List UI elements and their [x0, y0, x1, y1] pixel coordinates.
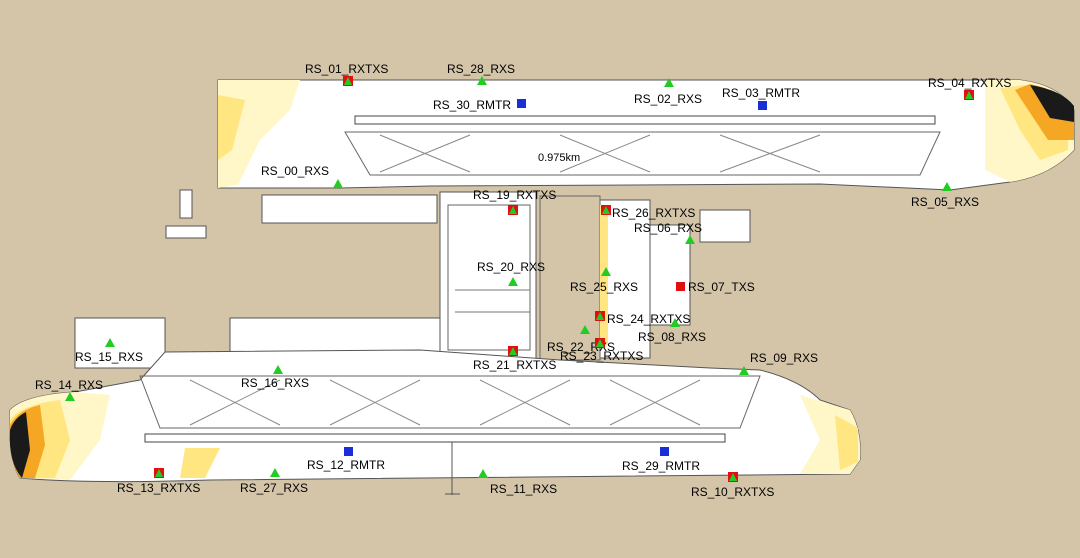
site-label: RS_16_RXS — [241, 376, 309, 390]
site-rs-11-rxs[interactable]: RS_11_RXS — [478, 469, 557, 496]
rxs-marker-icon[interactable] — [333, 179, 343, 188]
site-label: RS_30_RMTR — [433, 98, 511, 112]
rxtxs-marker-icon[interactable] — [595, 338, 605, 348]
rxs-marker-icon[interactable] — [664, 78, 674, 87]
rxtxs-marker-icon[interactable] — [343, 76, 353, 86]
site-label: RS_27_RXS — [240, 481, 308, 495]
site-label: RS_15_RXS — [75, 350, 143, 364]
site-label: RS_12_RMTR — [307, 458, 385, 472]
rxs-marker-icon[interactable] — [65, 392, 75, 401]
site-label: RS_10_RXTXS — [691, 485, 774, 499]
site-rs-26-rxtxs[interactable]: RS_26_RXTXS — [601, 205, 695, 220]
site-label: RS_26_RXTXS — [612, 206, 695, 220]
rxs-marker-icon[interactable] — [273, 365, 283, 374]
site-rs-20-rxs[interactable]: RS_20_RXS — [477, 260, 545, 286]
rxtxs-marker-icon[interactable] — [508, 205, 518, 215]
site-rs-00-rxs[interactable]: RS_00_RXS — [261, 164, 343, 188]
rxtxs-marker-icon[interactable] — [508, 346, 518, 356]
west-buildings — [74, 189, 441, 369]
site-label: RS_23_RXTXS — [560, 349, 643, 363]
site-rs-28-rxs[interactable]: RS_28_RXS — [447, 62, 515, 85]
site-rs-24-rxtxs[interactable]: RS_24_RXTXS — [595, 311, 690, 326]
rmtr-marker-icon[interactable] — [758, 101, 767, 110]
site-rs-25-rxs[interactable]: RS_25_RXS — [570, 267, 638, 294]
site-label: RS_08_RXS — [638, 330, 706, 344]
site-rs-21-rxtxs[interactable]: RS_21_RXTXS — [473, 346, 556, 372]
site-rs-30-rmtr[interactable]: RS_30_RMTR — [433, 98, 526, 112]
site-label: RS_24_RXTXS — [607, 312, 690, 326]
site-rs-06-rxs[interactable]: RS_06_RXS — [634, 221, 702, 244]
rxs-marker-icon[interactable] — [601, 267, 611, 276]
rxtxs-marker-icon[interactable] — [154, 468, 164, 478]
rxs-marker-icon[interactable] — [477, 76, 487, 85]
site-label: RS_19_RXTXS — [473, 188, 556, 202]
rxs-marker-icon[interactable] — [105, 338, 115, 347]
site-label: RS_25_RXS — [570, 280, 638, 294]
site-label: RS_14_RXS — [35, 378, 103, 392]
site-label: RS_05_RXS — [911, 195, 979, 209]
site-rs-07-txs[interactable]: RS_07_TXS — [676, 280, 755, 294]
site-label: RS_04_RXTXS — [928, 76, 1011, 90]
site-label: RS_29_RMTR — [622, 459, 700, 473]
rxs-marker-icon[interactable] — [270, 468, 280, 477]
txs-marker-icon[interactable] — [676, 282, 685, 291]
site-rs-13-rxtxs[interactable]: RS_13_RXTXS — [117, 468, 200, 495]
site-rs-08-rxs[interactable]: RS_08_RXS — [638, 318, 706, 344]
sites-layer: RS_01_RXTXS RS_28_RXS RS_30_RMTR RS_02_RXS R… — [35, 62, 1011, 499]
rmtr-marker-icon[interactable] — [344, 447, 353, 456]
south-concourse — [9, 349, 861, 495]
rxs-marker-icon[interactable] — [942, 182, 952, 191]
rmtr-marker-icon[interactable] — [660, 447, 669, 456]
rxs-marker-icon[interactable] — [478, 469, 488, 478]
site-rs-12-rmtr[interactable]: RS_12_RMTR — [307, 447, 385, 472]
site-rs-19-rxtxs[interactable]: RS_19_RXTXS — [473, 188, 556, 215]
site-label: RS_03_RMTR — [722, 86, 800, 100]
site-rs-02-rxs[interactable]: RS_02_RXS — [634, 78, 702, 106]
site-rs-10-rxtxs[interactable]: RS_10_RXTXS — [691, 472, 774, 499]
rxtxs-marker-icon[interactable] — [964, 90, 974, 100]
site-label: RS_07_TXS — [688, 280, 755, 294]
site-rs-09-rxs[interactable]: RS_09_RXS — [739, 351, 818, 375]
site-label: RS_09_RXS — [750, 351, 818, 365]
site-label: RS_28_RXS — [447, 62, 515, 76]
site-label: RS_01_RXTXS — [305, 62, 388, 76]
site-rs-27-rxs[interactable]: RS_27_RXS — [240, 468, 308, 495]
site-label: RS_00_RXS — [261, 164, 329, 178]
rxtxs-marker-icon[interactable] — [728, 472, 738, 482]
site-rs-23-rxtxs[interactable]: RS_23_RXTXS — [560, 338, 643, 363]
rmtr-marker-icon[interactable] — [517, 99, 526, 108]
rxs-marker-icon[interactable] — [670, 318, 680, 327]
north-concourse — [217, 79, 1075, 191]
site-label: RS_21_RXTXS — [473, 358, 556, 372]
site-rs-04-rxtxs[interactable]: RS_04_RXTXS — [928, 76, 1011, 100]
rxtxs-marker-icon[interactable] — [595, 311, 605, 321]
site-rs-01-rxtxs[interactable]: RS_01_RXTXS — [305, 62, 388, 86]
site-rs-15-rxs[interactable]: RS_15_RXS — [75, 338, 143, 364]
site-label: RS_02_RXS — [634, 92, 702, 106]
rxs-marker-icon[interactable] — [685, 235, 695, 244]
rxs-marker-icon[interactable] — [739, 366, 749, 375]
site-rs-16-rxs[interactable]: RS_16_RXS — [241, 365, 309, 390]
site-label: RS_20_RXS — [477, 260, 545, 274]
site-label: RS_11_RXS — [490, 482, 557, 496]
site-label: RS_13_RXTXS — [117, 481, 200, 495]
rxtxs-marker-icon[interactable] — [601, 205, 611, 215]
central-terminal — [439, 191, 751, 361]
site-rs-03-rmtr[interactable]: RS_03_RMTR — [722, 86, 800, 110]
rxs-marker-icon[interactable] — [508, 277, 518, 286]
rxs-marker-icon[interactable] — [580, 325, 590, 334]
site-rs-29-rmtr[interactable]: RS_29_RMTR — [622, 447, 700, 473]
site-rs-14-rxs[interactable]: RS_14_RXS — [35, 378, 103, 401]
site-label: RS_06_RXS — [634, 221, 702, 235]
site-rs-05-rxs[interactable]: RS_05_RXS — [911, 182, 979, 209]
scale-label: 0.975km — [538, 152, 580, 164]
